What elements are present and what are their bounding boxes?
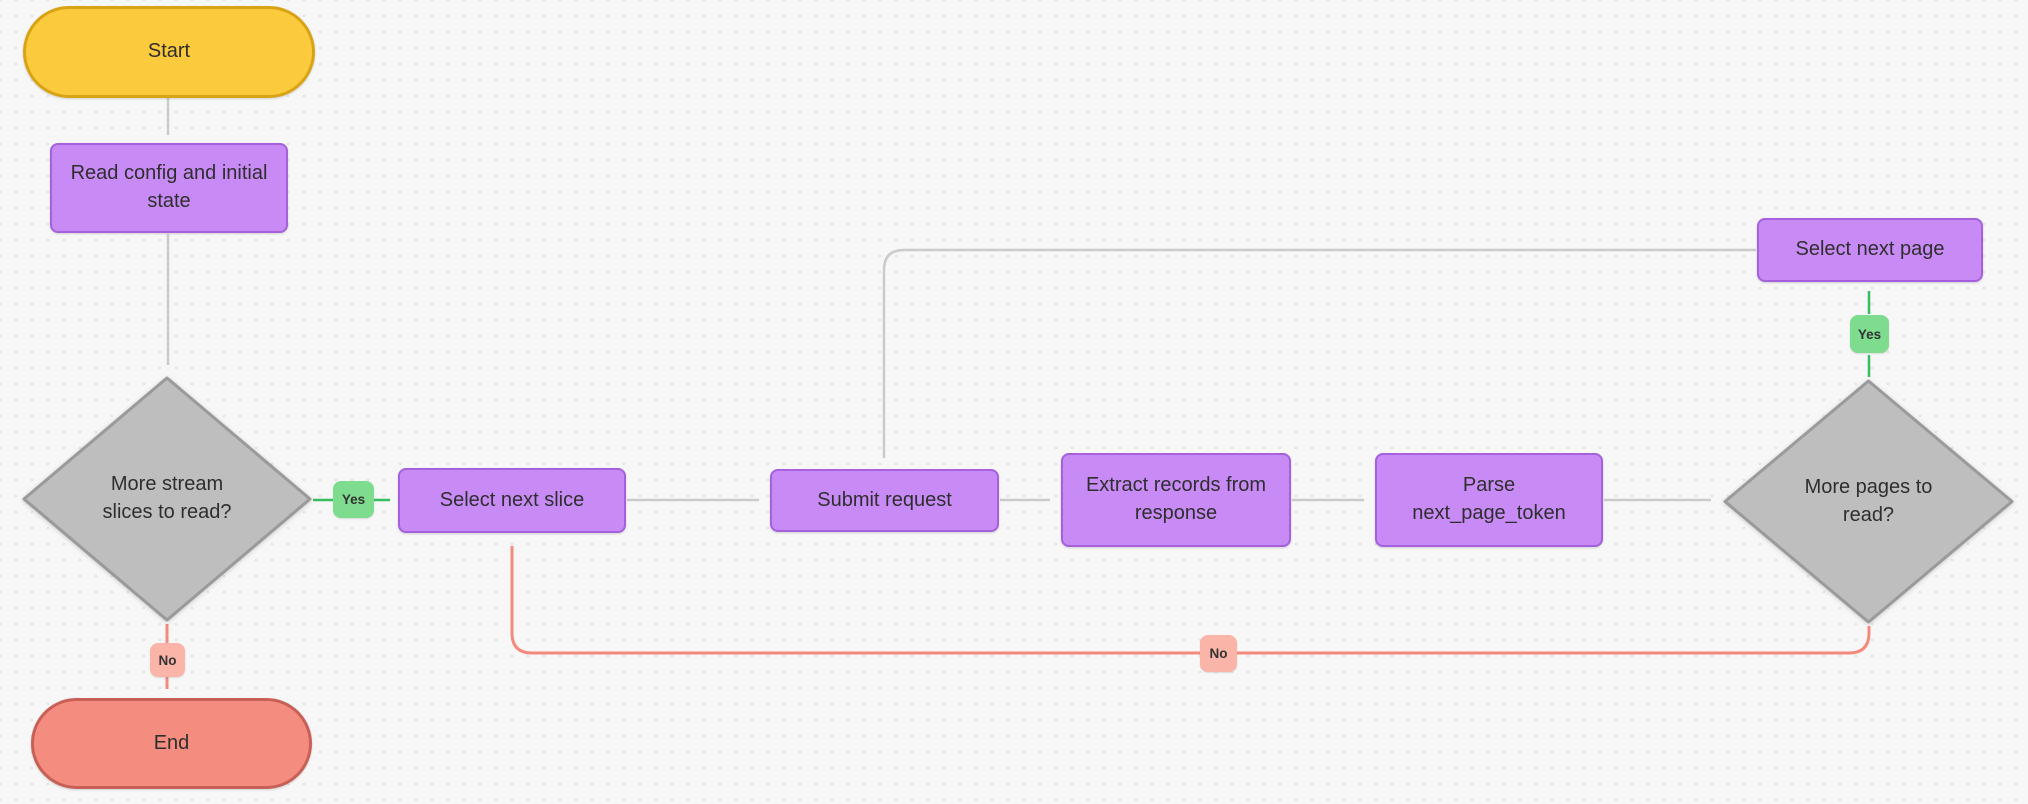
node-select-next-page[interactable]: Select next page [1757,218,1983,282]
node-end-label: End [153,731,190,754]
node-extract-records-label: Extract records from response [1085,474,1267,524]
edge-label-more-pages-no[interactable]: No [1200,635,1237,672]
node-select-next-slice[interactable]: Select next slice [398,468,626,533]
edge-label-more-pages-yes[interactable]: Yes [1850,315,1889,353]
node-submit-request-label: Submit request [817,488,952,511]
node-start[interactable]: Start [23,6,315,98]
diamond-shape [22,376,312,622]
node-read-config[interactable]: Read config and initial state [50,143,288,233]
edge-label-more-slices-no[interactable]: No [150,643,185,677]
edge-label-more-slices-yes[interactable]: Yes [333,481,374,518]
node-parse-next-page-token-label: Parse next_page_token [1412,474,1566,524]
node-extract-records[interactable]: Extract records from response [1061,453,1291,547]
no-label-text: No [158,652,177,668]
node-more-pages-decision[interactable]: More pages to read? [1722,378,2015,625]
edge-more-pages-to-select-slice [510,546,1871,655]
edge-select-page-to-submit [882,248,1756,458]
yes-label-text: Yes [1857,326,1882,342]
yes-label-text: Yes [341,492,366,507]
node-start-label: Start [147,40,191,63]
diamond-shape [1723,379,2014,624]
node-more-stream-slices-label: More stream slices to read? [102,473,232,523]
node-read-config-label: Read config and initial state [70,162,268,212]
node-more-pages-label: More pages to read? [1804,475,1933,526]
node-submit-request[interactable]: Submit request [770,469,999,532]
node-select-next-page-label: Select next page [1795,238,1945,261]
node-parse-next-page-token[interactable]: Parse next_page_token [1375,453,1603,547]
node-end[interactable]: End [31,698,312,789]
node-more-stream-slices-decision[interactable]: More stream slices to read? [21,375,313,623]
node-select-next-slice-label: Select next slice [439,488,585,511]
no-label-text: No [1209,646,1228,661]
